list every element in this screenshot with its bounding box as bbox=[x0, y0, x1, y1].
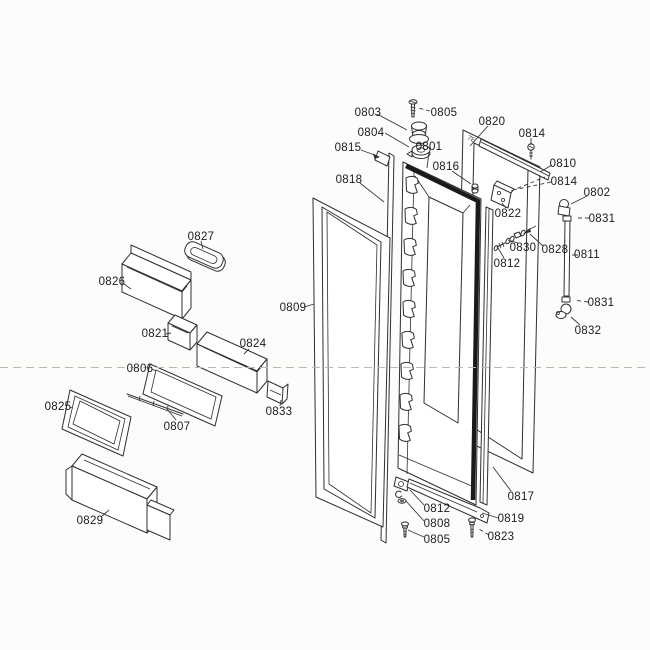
part-washer-0808 bbox=[397, 498, 407, 504]
part-box-0821 bbox=[167, 314, 198, 351]
label-0803: 0803 bbox=[355, 107, 382, 119]
leader-lines-dashed bbox=[417, 107, 589, 536]
part-frame-0825 bbox=[61, 389, 132, 457]
frame-mold-mark: 7E bbox=[466, 135, 477, 145]
part-gasket-0809 bbox=[312, 197, 391, 528]
label-0812-bottom: 0812 bbox=[424, 503, 451, 515]
part-labels: 0803 0805 0804 0820 0814 0815 0801 0816 … bbox=[45, 107, 616, 546]
label-0814-rail: 0814 bbox=[551, 176, 578, 188]
part-hinge-bar-0819 bbox=[406, 478, 490, 524]
label-0814-top: 0814 bbox=[519, 128, 546, 140]
part-fastener-cluster bbox=[493, 225, 537, 251]
part-screw-0805-bottom bbox=[401, 521, 409, 538]
label-0821: 0821 bbox=[142, 328, 169, 340]
label-0809: 0809 bbox=[280, 302, 307, 314]
label-0822: 0822 bbox=[495, 208, 522, 220]
door-shelf-ladder bbox=[398, 175, 419, 442]
part-bin-0826 bbox=[121, 244, 192, 320]
label-0826: 0826 bbox=[99, 276, 126, 288]
label-0828: 0828 bbox=[542, 244, 569, 256]
label-0807: 0807 bbox=[164, 421, 191, 433]
part-strut-assembly bbox=[555, 199, 572, 319]
part-rail-0810 bbox=[478, 138, 551, 181]
label-0808: 0808 bbox=[424, 518, 451, 530]
label-0811: 0811 bbox=[574, 249, 600, 261]
part-bushing-0803 bbox=[409, 121, 429, 144]
door-seal-band bbox=[405, 163, 481, 501]
part-nut-0831-upper bbox=[562, 215, 572, 222]
label-0829: 0829 bbox=[77, 515, 104, 527]
label-0815: 0815 bbox=[335, 142, 362, 154]
label-0805-bottom: 0805 bbox=[424, 534, 451, 546]
part-rod-0811 bbox=[563, 220, 571, 297]
leader-lines bbox=[69, 113, 588, 538]
part-nut-0831-lower bbox=[561, 296, 571, 303]
label-0806: 0806 bbox=[127, 363, 154, 375]
part-hinge-bottom bbox=[393, 476, 490, 538]
part-screw-0805-top bbox=[408, 99, 418, 118]
label-0804: 0804 bbox=[358, 127, 385, 139]
label-0831-upper: 0831 bbox=[589, 213, 616, 225]
label-0802: 0802 bbox=[584, 187, 611, 199]
label-0817: 0817 bbox=[508, 491, 535, 503]
label-0833: 0833 bbox=[266, 406, 293, 418]
part-tray-0827 bbox=[184, 241, 226, 272]
leader-arrowhead-0815 bbox=[373, 153, 380, 159]
part-bearing-0804 bbox=[406, 144, 431, 159]
part-pin-0816 bbox=[471, 183, 479, 194]
label-0818: 0818 bbox=[336, 174, 363, 186]
label-0831-lower: 0831 bbox=[588, 297, 615, 309]
part-bin-0829 bbox=[65, 453, 175, 541]
label-0819: 0819 bbox=[498, 513, 525, 525]
part-screw-0814 bbox=[527, 143, 535, 160]
part-glass-panel-0806 bbox=[142, 363, 223, 427]
part-tube-0807 bbox=[126, 393, 184, 417]
part-door-0801 bbox=[397, 161, 482, 506]
label-0810: 0810 bbox=[550, 158, 577, 170]
part-circlip bbox=[395, 490, 402, 498]
part-cap-0833 bbox=[266, 380, 289, 405]
part-plate-0812-bottom bbox=[393, 476, 410, 492]
part-bin-0824 bbox=[196, 331, 268, 394]
label-0824: 0824 bbox=[240, 338, 267, 350]
label-0801: 0801 bbox=[416, 141, 443, 153]
label-0820: 0820 bbox=[479, 116, 506, 128]
label-0825: 0825 bbox=[45, 401, 72, 413]
label-0816: 0816 bbox=[433, 161, 460, 173]
part-strip-0817 bbox=[479, 206, 494, 506]
part-bracket-0822 bbox=[490, 180, 515, 209]
part-screw-0823 bbox=[468, 517, 476, 538]
label-0830: 0830 bbox=[510, 242, 537, 254]
cluster-arrowhead bbox=[523, 228, 531, 234]
label-0805-top: 0805 bbox=[431, 107, 458, 119]
label-0832: 0832 bbox=[575, 325, 602, 337]
label-0823: 0823 bbox=[488, 531, 515, 543]
label-0827: 0827 bbox=[188, 231, 215, 243]
label-0812-right: 0812 bbox=[494, 258, 521, 270]
